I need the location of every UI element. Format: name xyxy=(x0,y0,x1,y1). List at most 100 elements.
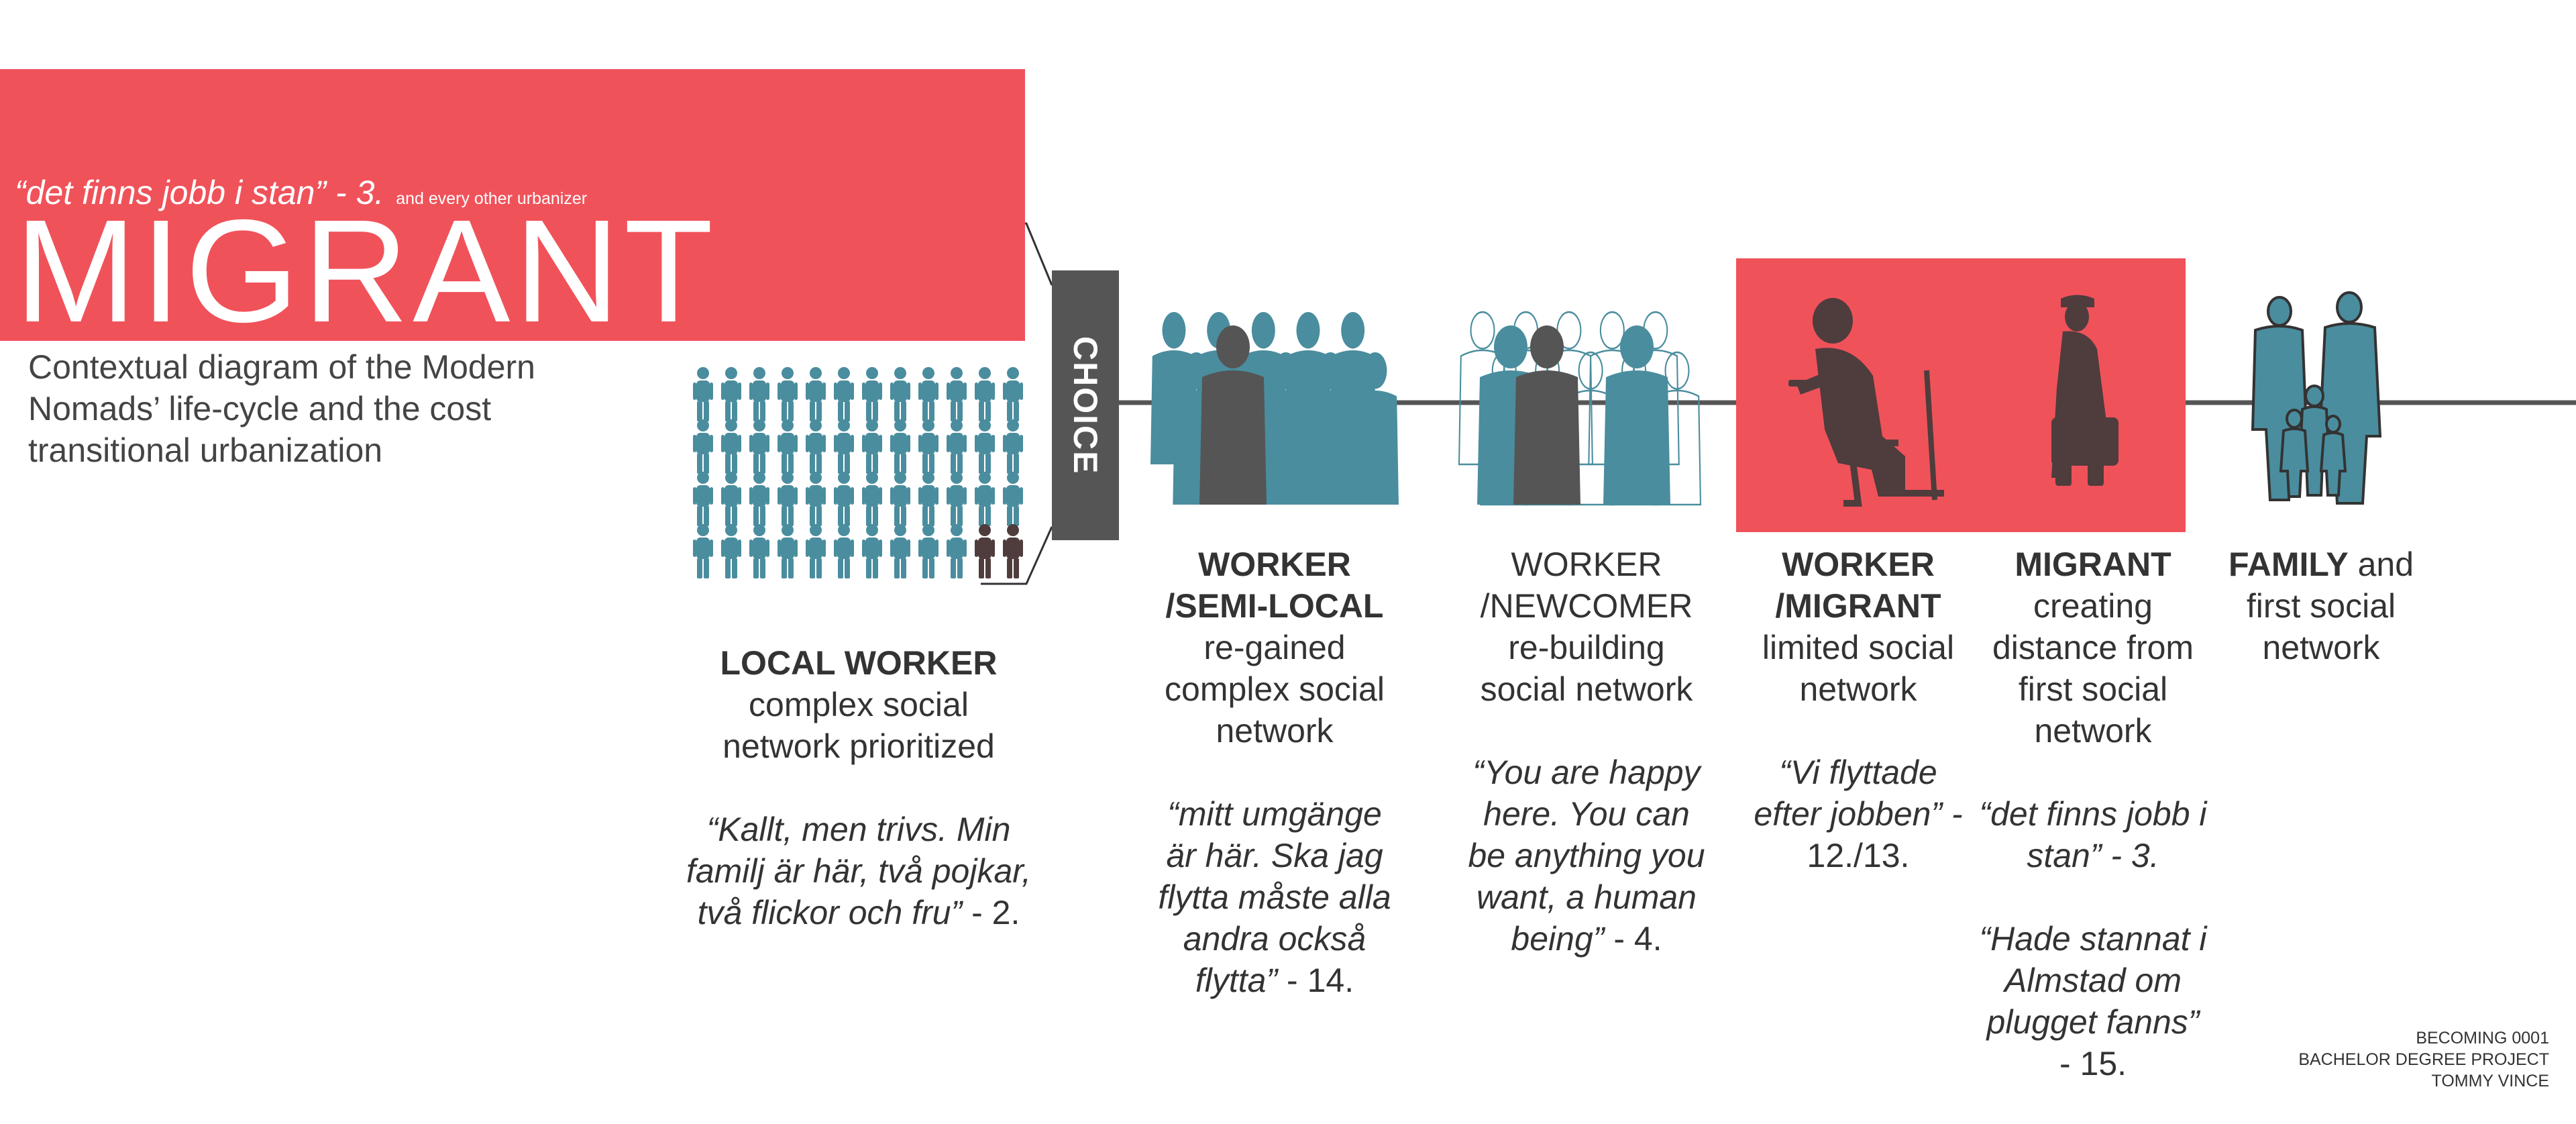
stage-worker-semi-local: WORKER /SEMI-LOCAL re-gained complex soc… xyxy=(1140,544,1409,1001)
local-person-figure xyxy=(947,419,967,474)
stage-quote-line: plugget fanns” xyxy=(1986,1003,2200,1041)
local-person-figure xyxy=(777,419,798,474)
local-person-figure xyxy=(749,524,769,578)
local-person-figure xyxy=(1003,367,1023,421)
local-person-figure xyxy=(918,367,938,421)
header-quote: “det finns jobb i stan” - 3. and every o… xyxy=(15,173,587,212)
footer-line: BECOMING 0001 xyxy=(2416,1029,2549,1048)
local-person-figure xyxy=(693,419,713,474)
local-person-figure xyxy=(777,367,798,421)
local-person-figure xyxy=(862,524,882,578)
local-person-figure xyxy=(890,524,910,578)
title-banner xyxy=(0,69,1025,341)
local-person-figure xyxy=(975,472,995,526)
local-person-figure xyxy=(749,472,769,526)
stage-quote-line: flytta måste alla xyxy=(1158,878,1391,916)
stage-quote-line: efter jobben” - xyxy=(1754,795,1963,833)
stage-ref: - 4. xyxy=(1613,920,1662,958)
footer-line: TOMMY VINCE xyxy=(2431,1072,2550,1090)
stage-quote-line: flytta” xyxy=(1195,962,1278,999)
stage-desc-line: complex social xyxy=(1165,670,1385,708)
stage-desc-line: distance from xyxy=(1992,629,2194,666)
local-person-figure xyxy=(862,472,882,526)
local-worker-crowd xyxy=(693,367,1023,578)
newcomer-crowd-icon xyxy=(1458,311,1702,506)
stage-ref: - 14. xyxy=(1287,962,1354,999)
local-person-figure xyxy=(947,367,967,421)
stage-quote-line: “Vi flyttade xyxy=(1779,754,1937,791)
stage-desc-line: first social xyxy=(2246,587,2396,625)
local-person-figure xyxy=(834,367,854,421)
stage-desc-line: first social xyxy=(2018,670,2168,708)
local-person-figure xyxy=(862,367,882,421)
stage-quote-line: here. You can xyxy=(1483,795,1690,833)
stage-quote-line: be anything you xyxy=(1468,837,1705,874)
stage-quote-line: - 15. xyxy=(2059,1045,2127,1082)
local-person-figure xyxy=(947,472,967,526)
worker-migrant-band xyxy=(1736,258,2186,532)
stage-desc-line: creating xyxy=(2033,587,2153,625)
stage-title: MIGRANT xyxy=(2015,546,2171,583)
local-person-figure xyxy=(862,419,882,474)
local-person-figure xyxy=(834,524,854,578)
local-person-figure xyxy=(806,472,826,526)
stage-desc-line: network xyxy=(1799,670,1917,708)
connector-line-bottom xyxy=(981,526,1053,585)
footer-line: BACHELOR DEGREE PROJECT xyxy=(2298,1050,2549,1069)
local-person-figure xyxy=(721,419,741,474)
local-person-figure xyxy=(693,524,713,578)
stage-migrant: MIGRANT creating distance from first soc… xyxy=(1979,544,2207,1084)
local-person-figure xyxy=(975,367,995,421)
local-person-figure xyxy=(721,367,741,421)
stage-quote-line: “You are happy xyxy=(1472,754,1701,791)
local-person-figure xyxy=(777,524,798,578)
local-person-figure xyxy=(834,472,854,526)
stage-quote-line: “mitt umgänge xyxy=(1167,795,1382,833)
stage-desc-line: network prioritized xyxy=(722,727,995,765)
header-quote-small: and every other urbanizer xyxy=(396,189,588,208)
stage-title: /NEWCOMER xyxy=(1480,587,1693,625)
local-person-figure-dark xyxy=(975,524,995,578)
stage-quote-line: want, a human xyxy=(1477,878,1697,916)
stage-quote-line: 12./13. xyxy=(1807,837,1910,874)
stage-quote-line: stan” - 3. xyxy=(2027,837,2159,874)
stage-quote-line: “det finns jobb i xyxy=(1979,795,2207,833)
stage-title: FAMILY xyxy=(2228,546,2349,583)
choice-box xyxy=(1052,270,1119,540)
stage-quote-line: Almstad om xyxy=(2004,962,2182,999)
local-person-figure xyxy=(947,524,967,578)
page-subtitle: Contextual diagram of the Modern Nomads’… xyxy=(28,348,535,469)
stage-desc-line: re-building xyxy=(1508,629,1665,666)
page-title: MIGRANT xyxy=(15,190,718,353)
stage-desc-line: limited social xyxy=(1762,629,1955,666)
local-person-figure xyxy=(721,472,741,526)
stage-title: /MIGRANT xyxy=(1775,587,1941,625)
stage-quote-line: familj är här, två pojkar, xyxy=(686,852,1032,890)
family-icon xyxy=(2251,291,2382,505)
stage-quote-line: being” xyxy=(1511,920,1605,958)
stage-title-suffix: and xyxy=(2357,546,2414,583)
seated-worker-icon xyxy=(1788,298,1944,507)
stage-title: WORKER xyxy=(1198,546,1351,583)
stage-desc-line: re-gained xyxy=(1203,629,1346,666)
stage-desc-line: network xyxy=(1216,712,1334,750)
local-person-figure xyxy=(749,367,769,421)
local-person-figure xyxy=(806,419,826,474)
header-quote-text: “det finns jobb i stan” - 3. xyxy=(15,174,384,211)
local-person-figure-dark xyxy=(1003,524,1023,578)
local-person-figure xyxy=(749,419,769,474)
local-person-figure xyxy=(1003,472,1023,526)
migrant-suitcase-icon xyxy=(2051,295,2118,486)
stage-quote-line: “Kallt, men trivs. Min xyxy=(706,811,1011,848)
local-person-figure xyxy=(806,367,826,421)
stage-title: LOCAL WORKER xyxy=(720,644,998,682)
stage-desc-line: complex social xyxy=(749,686,969,723)
footer-credits: BECOMING 0001 BACHELOR DEGREE PROJECT TO… xyxy=(2298,1027,2549,1092)
stage-quote-line: “Hade stannat i xyxy=(1979,920,2207,958)
choice-label: CHOICE xyxy=(1067,336,1104,475)
local-person-figure xyxy=(918,419,938,474)
local-person-figure xyxy=(890,472,910,526)
stage-title: WORKER xyxy=(1782,546,1935,583)
local-person-figure xyxy=(918,472,938,526)
stage-worker-newcomer: WORKER /NEWCOMER re-building social netw… xyxy=(1456,544,1717,960)
